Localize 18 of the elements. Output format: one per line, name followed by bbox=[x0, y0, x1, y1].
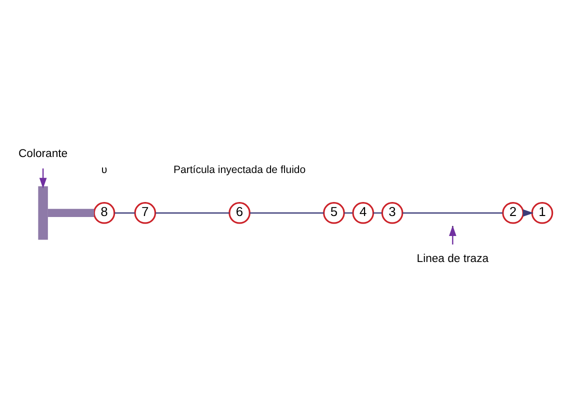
node-bar bbox=[38, 186, 48, 240]
connector bbox=[114, 212, 135, 214]
label: Partícula inyectada de fluido bbox=[173, 163, 306, 176]
node-circle: 1 bbox=[531, 202, 554, 224]
node-text: Colorante bbox=[18, 147, 68, 160]
node-circle: 5 bbox=[323, 202, 345, 224]
connector bbox=[402, 212, 503, 214]
connector bbox=[156, 212, 230, 214]
node-text: Linea de traza bbox=[416, 252, 489, 265]
node-circle: 7 bbox=[134, 202, 156, 224]
connector bbox=[48, 208, 94, 217]
arrow bbox=[39, 168, 47, 188]
node-circle: 3 bbox=[381, 202, 404, 224]
node-circle: 8 bbox=[93, 202, 116, 224]
node-circle: 4 bbox=[352, 202, 374, 224]
label: υ bbox=[101, 163, 108, 176]
connector bbox=[250, 212, 324, 214]
node-circle: 6 bbox=[228, 202, 250, 224]
